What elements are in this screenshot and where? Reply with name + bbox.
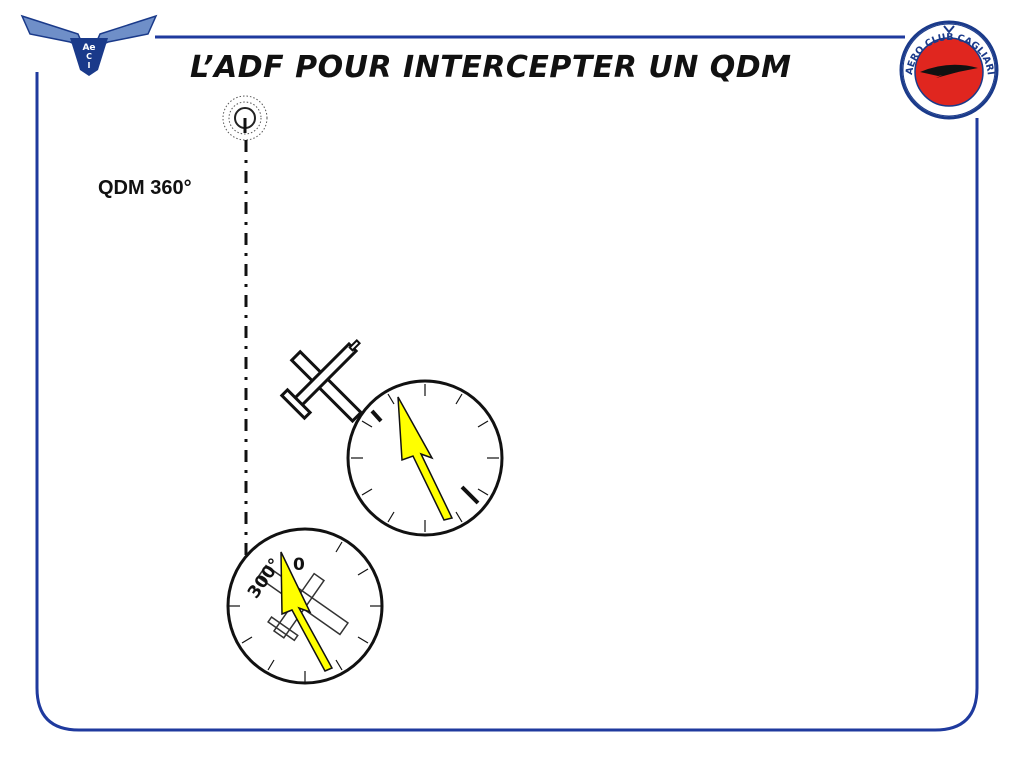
adf-needle-upper <box>397 396 454 521</box>
qdm-label: QDM 360° <box>98 177 192 199</box>
ndb-beacon-icon <box>222 95 268 141</box>
aeci-logo-text-i: I <box>88 61 91 70</box>
aero-club-cagliari-logo: AERO CLUB CAGLIARI <box>899 20 999 120</box>
slide-title: L’ADF POUR INTERCEPTER UN QDM <box>190 50 792 85</box>
adf-dial-upper <box>346 379 504 537</box>
heading-mark-zero: 0 <box>293 555 305 575</box>
adf-dial-lower: 0 300° <box>226 527 384 685</box>
aeci-logo-text-c: C <box>86 52 92 61</box>
aircraft-icon <box>279 338 364 424</box>
aeci-logo-text-ae: Ae <box>82 43 95 53</box>
aeci-logo: Ae C I <box>20 14 158 76</box>
adf-needle-lower <box>280 551 334 672</box>
